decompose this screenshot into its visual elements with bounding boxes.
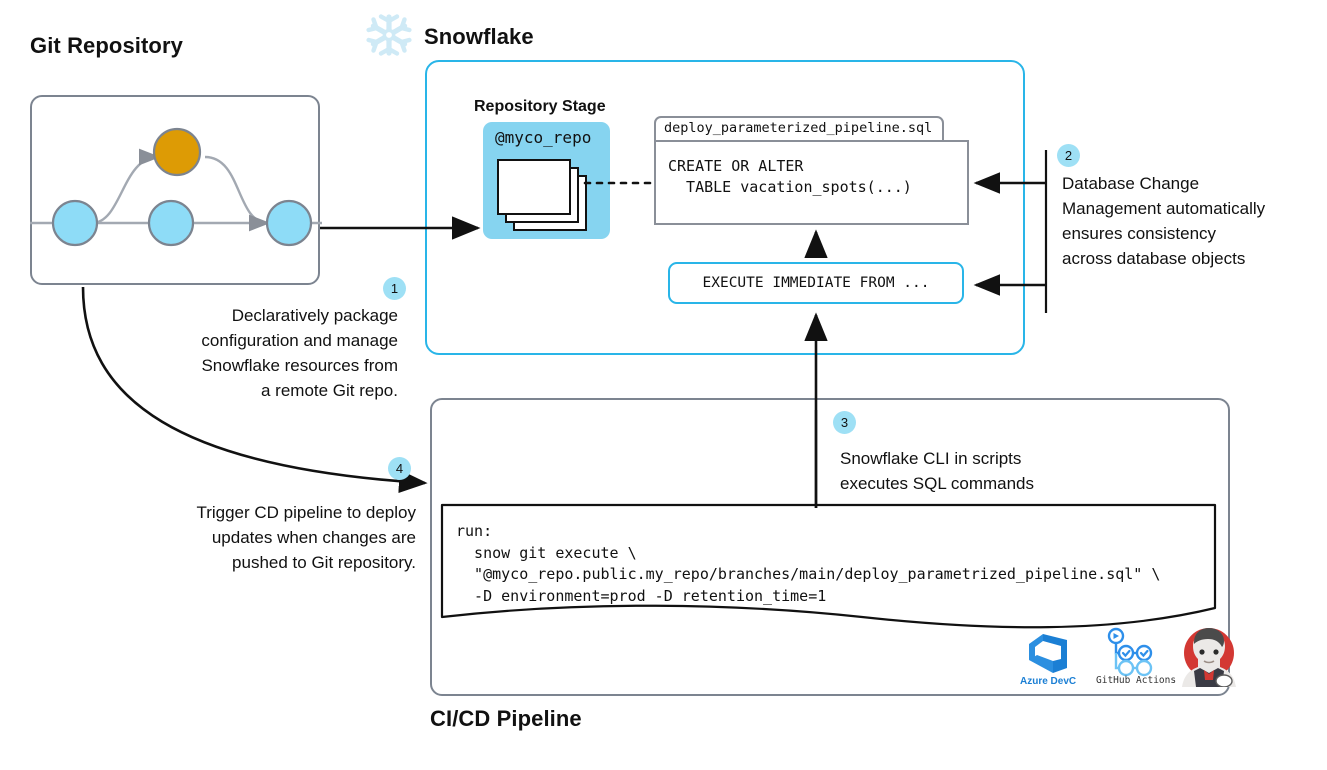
sql-file-name: deploy_parameterized_pipeline.sql [664,120,933,136]
sql-file-body [654,140,969,225]
sql-file-code: CREATE OR ALTER TABLE vacation_spots(...… [668,157,912,196]
cicd-code-card [440,503,1217,629]
commit-node [265,199,313,247]
annotation-text-1: Declaratively package configuration and … [201,306,398,400]
github-actions-caption: GitHub Actions [1096,675,1177,686]
annotation-text-4: Trigger CD pipeline to deploy updates wh… [196,503,416,572]
cicd-code-text: run: snow git execute \ "@myco_repo.publ… [456,522,1161,605]
annotation-badge-4: 4 [388,457,411,480]
repository-stage-title: Repository Stage [474,98,606,115]
file-stack-icon [497,159,593,231]
stage-name-label: @myco_repo [495,128,592,147]
annotation-badge-3: 3 [833,411,856,434]
git-repository-title: Git Repository [30,33,183,58]
snowflake-title: Snowflake [424,24,534,49]
annotation-text-2: Database Change Management automatically… [1062,174,1266,268]
git-commit-graph [30,127,322,247]
commit-node [147,199,195,247]
annotation-text-3: Snowflake CLI in scripts executes SQL co… [840,449,1035,493]
git-repository-box [30,95,320,285]
azure-devops-logo: Azure DevC [1020,630,1079,688]
stage-to-file-connector [583,181,657,185]
annotation-badge-1: 1 [383,277,406,300]
arrow-git-to-cicd [81,286,428,494]
snowflake-icon [366,14,412,56]
branch-commit-node [152,127,202,177]
execute-immediate-text: EXECUTE IMMEDIATE FROM ... [702,275,930,291]
commit-node [51,199,99,247]
github-actions-logo: GitHub Actions [1096,627,1177,688]
annotation-badge-2: 2 [1057,144,1080,167]
azure-devops-caption: Azure DevC [1020,676,1077,687]
cicd-pipeline-title: CI/CD Pipeline [430,706,582,731]
jenkins-logo [1180,625,1238,687]
execute-immediate-box: EXECUTE IMMEDIATE FROM ... [668,262,964,304]
